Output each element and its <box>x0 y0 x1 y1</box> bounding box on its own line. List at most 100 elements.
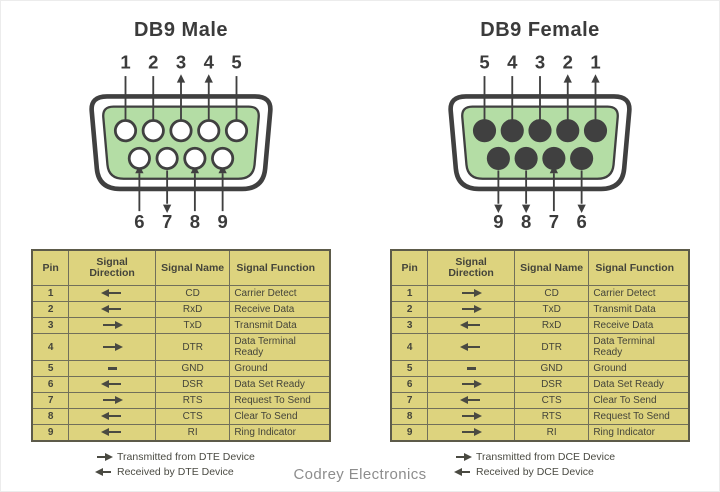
signal-direction-cell <box>427 333 515 361</box>
signal-function-cell: Clear To Send <box>588 392 690 409</box>
arrow-right-icon <box>462 428 483 437</box>
pin-number-label: 1 <box>120 52 130 73</box>
pin-8-male <box>183 146 207 170</box>
signal-name-cell: GND <box>513 360 590 377</box>
pin-8-female <box>514 146 538 170</box>
signal-function-cell: Carrier Detect <box>588 285 690 302</box>
signal-name-cell: DSR <box>154 376 231 393</box>
pin-cell: 8 <box>31 408 70 425</box>
pin-3-male <box>169 119 193 143</box>
db9-female-title: DB9 Female <box>480 19 600 41</box>
pin-4-female <box>500 119 524 143</box>
signal-direction-cell <box>68 317 156 334</box>
legend-item: Received by DTE Device <box>95 465 343 480</box>
signal-direction-cell <box>427 301 515 318</box>
arrow-right-icon <box>456 453 472 462</box>
pin-cell: 7 <box>390 392 429 409</box>
signal-function-cell: Data Terminal Ready <box>588 333 690 361</box>
signal-direction-cell <box>68 333 156 361</box>
pin-cell: 1 <box>390 285 429 302</box>
pin-number-label: 8 <box>190 211 200 232</box>
pin-7-male <box>155 146 179 170</box>
pin-number-label: 3 <box>535 52 545 73</box>
pin-number-label: 8 <box>521 211 531 232</box>
column-header: Signal Function <box>588 249 690 286</box>
pin-number-label: 2 <box>148 52 158 73</box>
arrow-left-icon <box>101 305 122 314</box>
column-header: Signal Name <box>154 249 231 286</box>
pin-number-label: 2 <box>563 52 573 73</box>
pin-number-label: 7 <box>162 211 172 232</box>
pin-cell: 3 <box>31 317 70 334</box>
signal-function-cell: Ground <box>588 360 690 377</box>
signal-direction-cell <box>427 424 515 442</box>
signal-function-cell: Carrier Detect <box>229 285 331 302</box>
arrowhead-icon <box>494 204 503 213</box>
signal-function-cell: Data Set Ready <box>229 376 331 393</box>
pin-cell: 2 <box>390 301 429 318</box>
signal-direction-cell <box>427 376 515 393</box>
arrowhead-icon <box>162 204 172 213</box>
signal-name-cell: CD <box>154 285 231 302</box>
pin-cell: 4 <box>31 333 70 361</box>
legend-label: Received by DTE Device <box>117 466 234 478</box>
signal-name-cell: GND <box>154 360 231 377</box>
arrow-right-icon <box>462 289 483 298</box>
pin-cell: 5 <box>31 360 70 377</box>
column-header: Pin <box>31 249 70 286</box>
pin-cell: 5 <box>390 360 429 377</box>
arrow-right-icon <box>103 396 124 405</box>
pin-number-label: 9 <box>493 211 503 232</box>
signal-name-cell: CD <box>513 285 590 302</box>
signal-function-cell: Clear To Send <box>229 408 331 425</box>
pin-4-male <box>197 119 221 143</box>
pin-cell: 7 <box>31 392 70 409</box>
signal-function-cell: Transmit Data <box>588 301 690 318</box>
pin-cell: 6 <box>31 376 70 393</box>
pin-cell: 6 <box>390 376 429 393</box>
no-direction-dash <box>107 366 117 370</box>
arrow-left-icon <box>101 289 122 298</box>
signal-name-cell: RTS <box>154 392 231 409</box>
signal-function-cell: Request To Send <box>588 408 690 425</box>
signal-name-cell: RxD <box>154 301 231 318</box>
signal-function-cell: Request To Send <box>229 392 331 409</box>
arrow-right-icon <box>462 305 483 314</box>
column-header: Signal Direction <box>427 249 515 286</box>
signal-function-cell: Receive Data <box>229 301 331 318</box>
signal-function-cell: Data Set Ready <box>588 376 690 393</box>
pin-number-label: 9 <box>217 211 227 232</box>
signal-name-cell: TxD <box>513 301 590 318</box>
pin-number-label: 6 <box>134 211 144 232</box>
legend-item: Received by DCE Device <box>454 465 702 480</box>
pin-cell: 8 <box>390 408 429 425</box>
pin-6-female <box>570 146 594 170</box>
arrow-left-icon <box>101 380 122 389</box>
signal-name-cell: TxD <box>154 317 231 334</box>
db9-male-title: DB9 Male <box>133 19 229 41</box>
legend-label: Received by DCE Device <box>476 466 594 478</box>
arrowhead-icon <box>204 74 213 83</box>
signal-function-cell: Ring Indicator <box>229 424 331 442</box>
column-header: Pin <box>390 249 429 286</box>
pin-2-female <box>556 119 580 143</box>
signal-function-cell: Data Terminal Ready <box>229 333 331 361</box>
pin-number-label: 4 <box>204 52 215 73</box>
